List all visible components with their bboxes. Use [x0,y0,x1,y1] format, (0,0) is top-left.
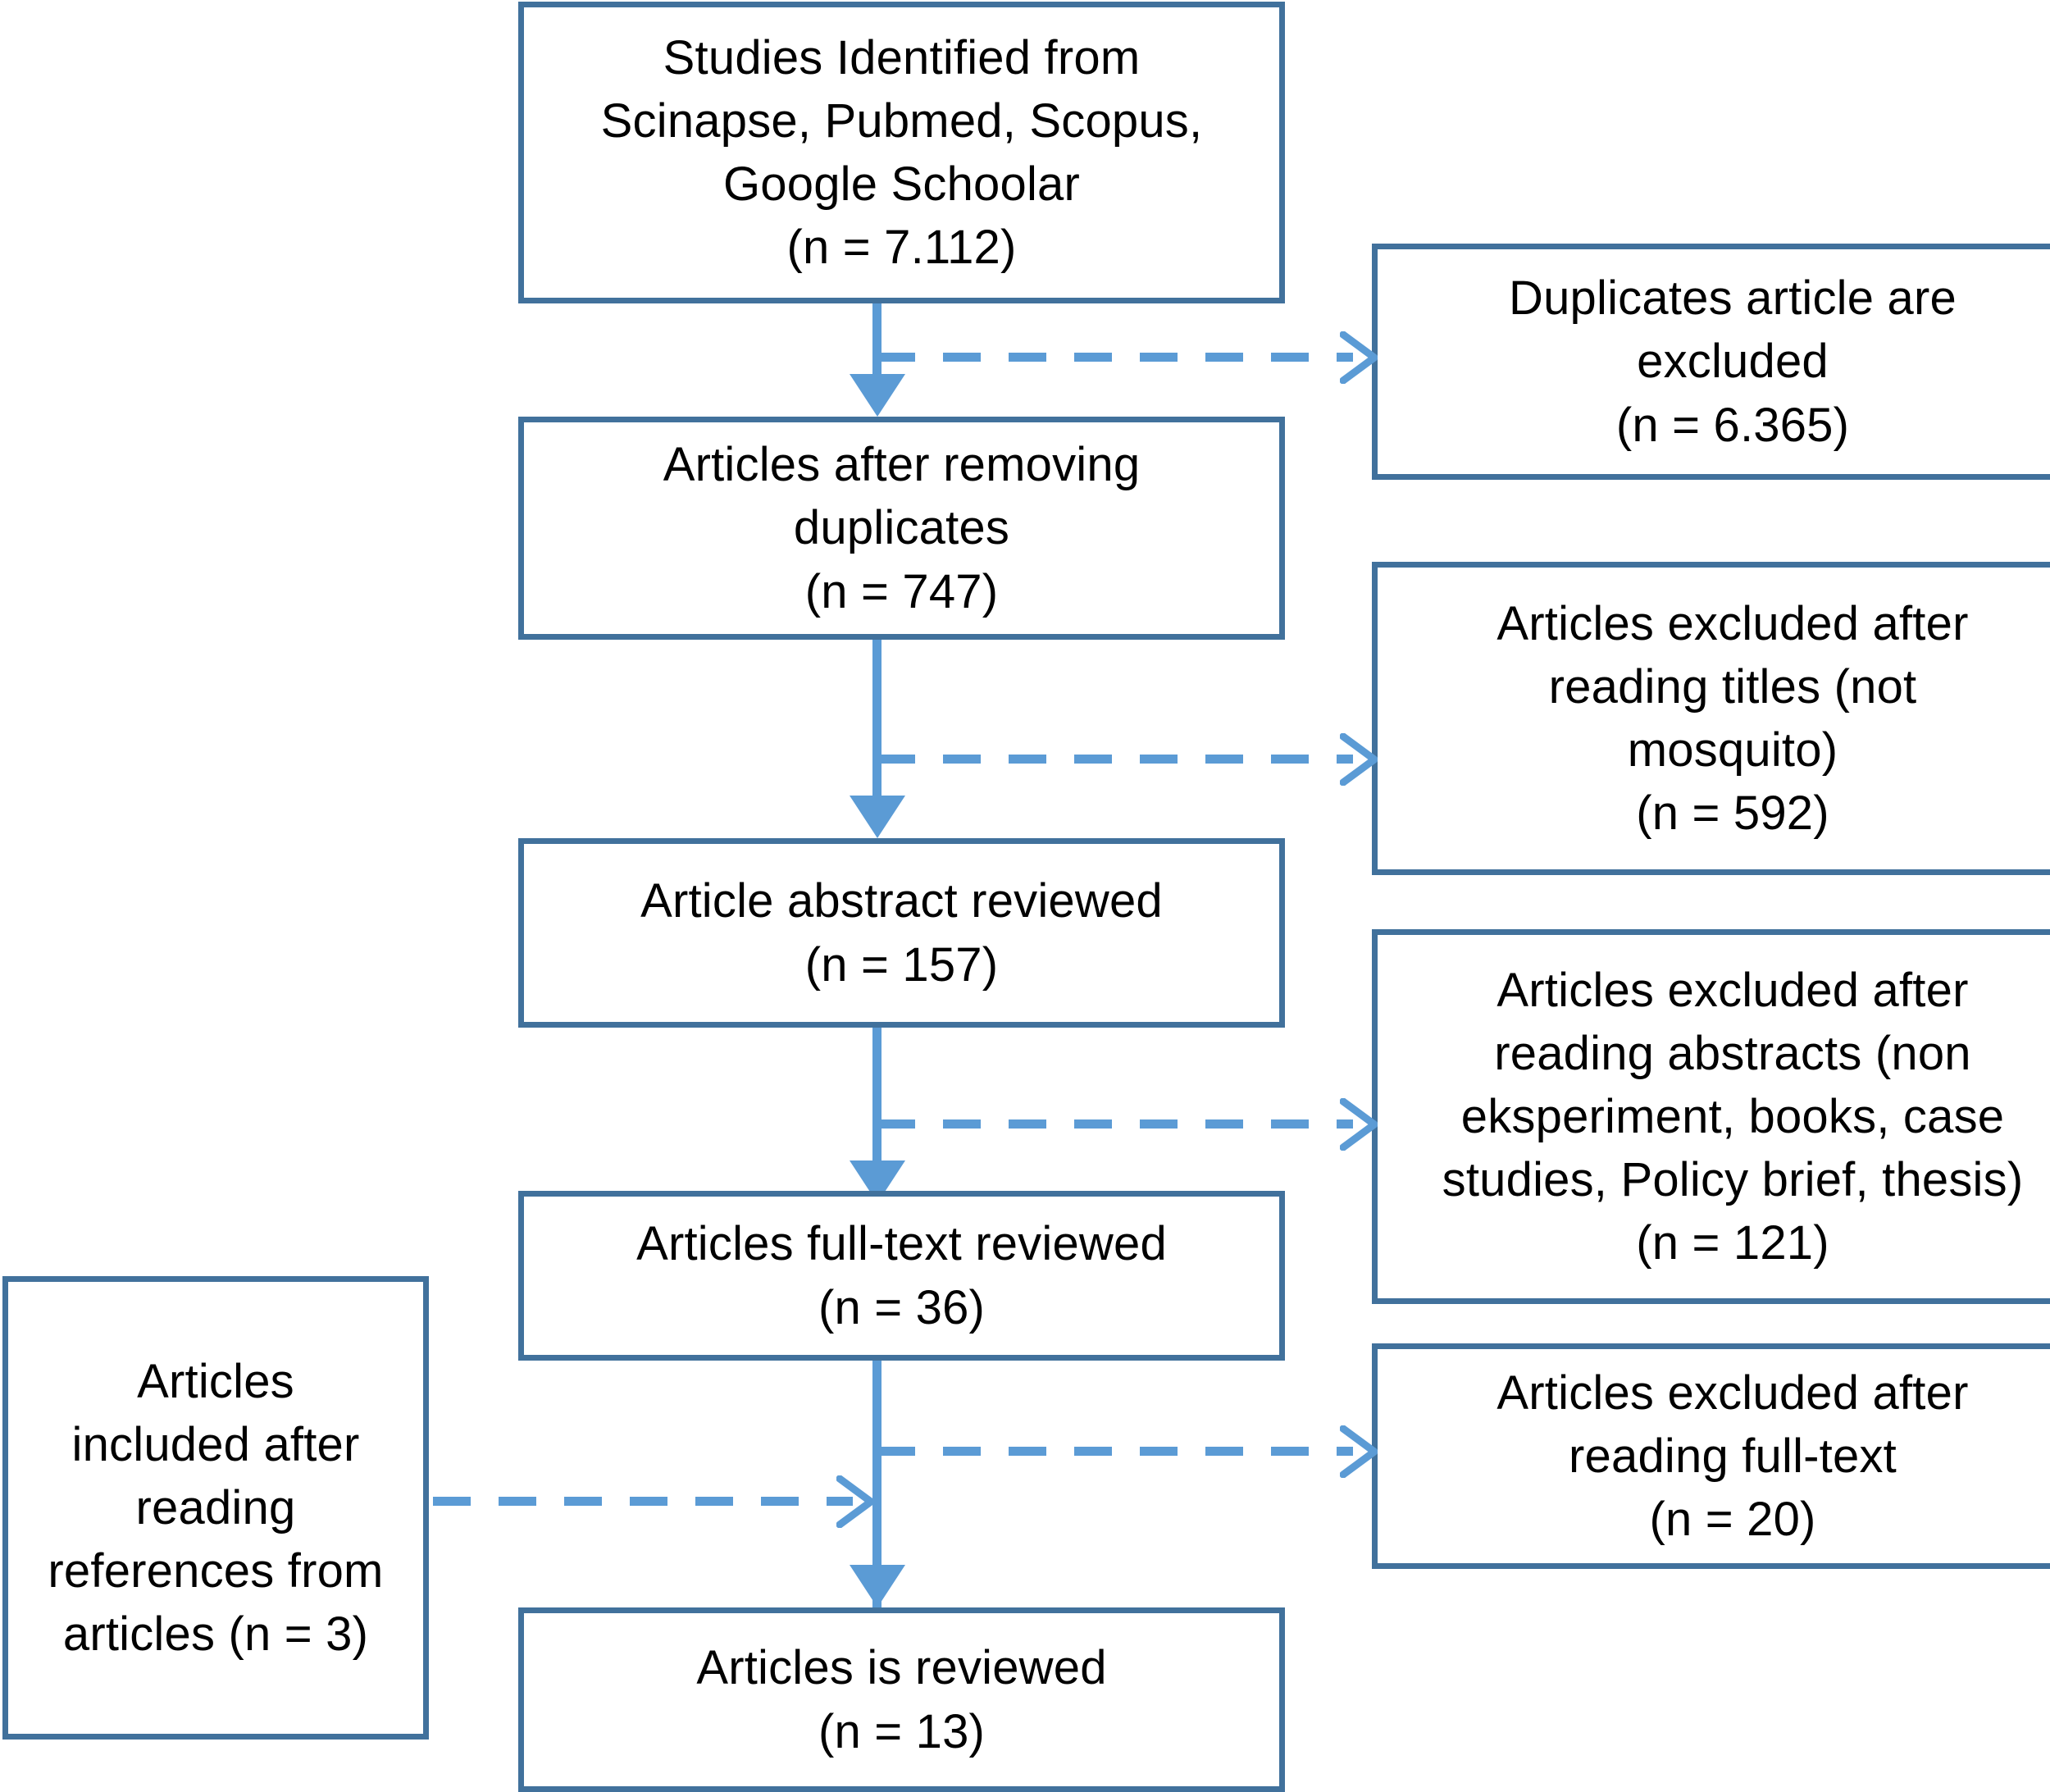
box-titles-excluded-label: Articles excluded after reading titles (… [1496,596,1969,841]
arrowhead-duplicates-excluded [1340,331,1378,384]
dashed-connector-fulltext-excluded [877,1447,1353,1456]
box-abstracts-excluded-label: Articles excluded after reading abstract… [1442,963,2024,1270]
connector-duplicates-to-abstract [872,638,882,823]
box-article-abstract-reviewed: Article abstract reviewed (n = 157) [518,838,1285,1028]
connector-identified-to-duplicates [872,302,882,394]
box-fulltext-excluded: Articles excluded after reading full-tex… [1372,1343,2050,1569]
box-articles-full-text-reviewed: Articles full-text reviewed (n = 36) [518,1191,1285,1361]
box-article-abstract-reviewed-label: Article abstract reviewed (n = 157) [640,874,1163,992]
box-fulltext-excluded-label: Articles excluded after reading full-tex… [1496,1366,1969,1547]
box-references-included-label: Articles included after reading referenc… [48,1354,384,1662]
arrowhead-fulltext-excluded [1340,1425,1378,1478]
dashed-connector-duplicates-excluded [877,353,1353,362]
box-duplicates-excluded: Duplicates article are excluded (n = 6.3… [1372,244,2050,480]
box-titles-excluded: Articles excluded after reading titles (… [1372,562,2050,875]
box-articles-after-removing-duplicates: Articles after removing duplicates (n = … [518,417,1285,640]
arrowhead-identified-to-duplicates [850,374,905,417]
box-references-included: Articles included after reading referenc… [2,1276,429,1740]
dashed-connector-abstracts-excluded [877,1119,1353,1129]
arrowhead-duplicates-to-abstract [850,796,905,838]
box-studies-identified: Studies Identified from Scinapse, Pubmed… [518,2,1285,303]
box-articles-after-removing-duplicates-label: Articles after removing duplicates (n = … [663,438,1141,618]
box-articles-is-reviewed: Articles is reviewed (n = 13) [518,1607,1285,1792]
box-articles-full-text-reviewed-label: Articles full-text reviewed (n = 36) [636,1217,1167,1334]
dashed-connector-titles-excluded [877,755,1353,764]
arrowhead-titles-excluded [1340,733,1378,786]
box-articles-is-reviewed-label: Articles is reviewed (n = 13) [696,1641,1107,1758]
arrowhead-abstracts-excluded [1340,1098,1378,1151]
box-duplicates-excluded-label: Duplicates article are excluded (n = 6.3… [1509,271,1957,452]
box-studies-identified-label: Studies Identified from Scinapse, Pubmed… [600,30,1203,275]
connector-abstract-to-fulltext [872,1026,882,1193]
arrowhead-references-included [836,1475,874,1528]
connector-fulltext-to-reviewed [872,1359,882,1609]
dashed-connector-references-included [433,1497,853,1506]
box-abstracts-excluded: Articles excluded after reading abstract… [1372,929,2050,1304]
arrowhead-fulltext-to-reviewed [850,1565,905,1607]
